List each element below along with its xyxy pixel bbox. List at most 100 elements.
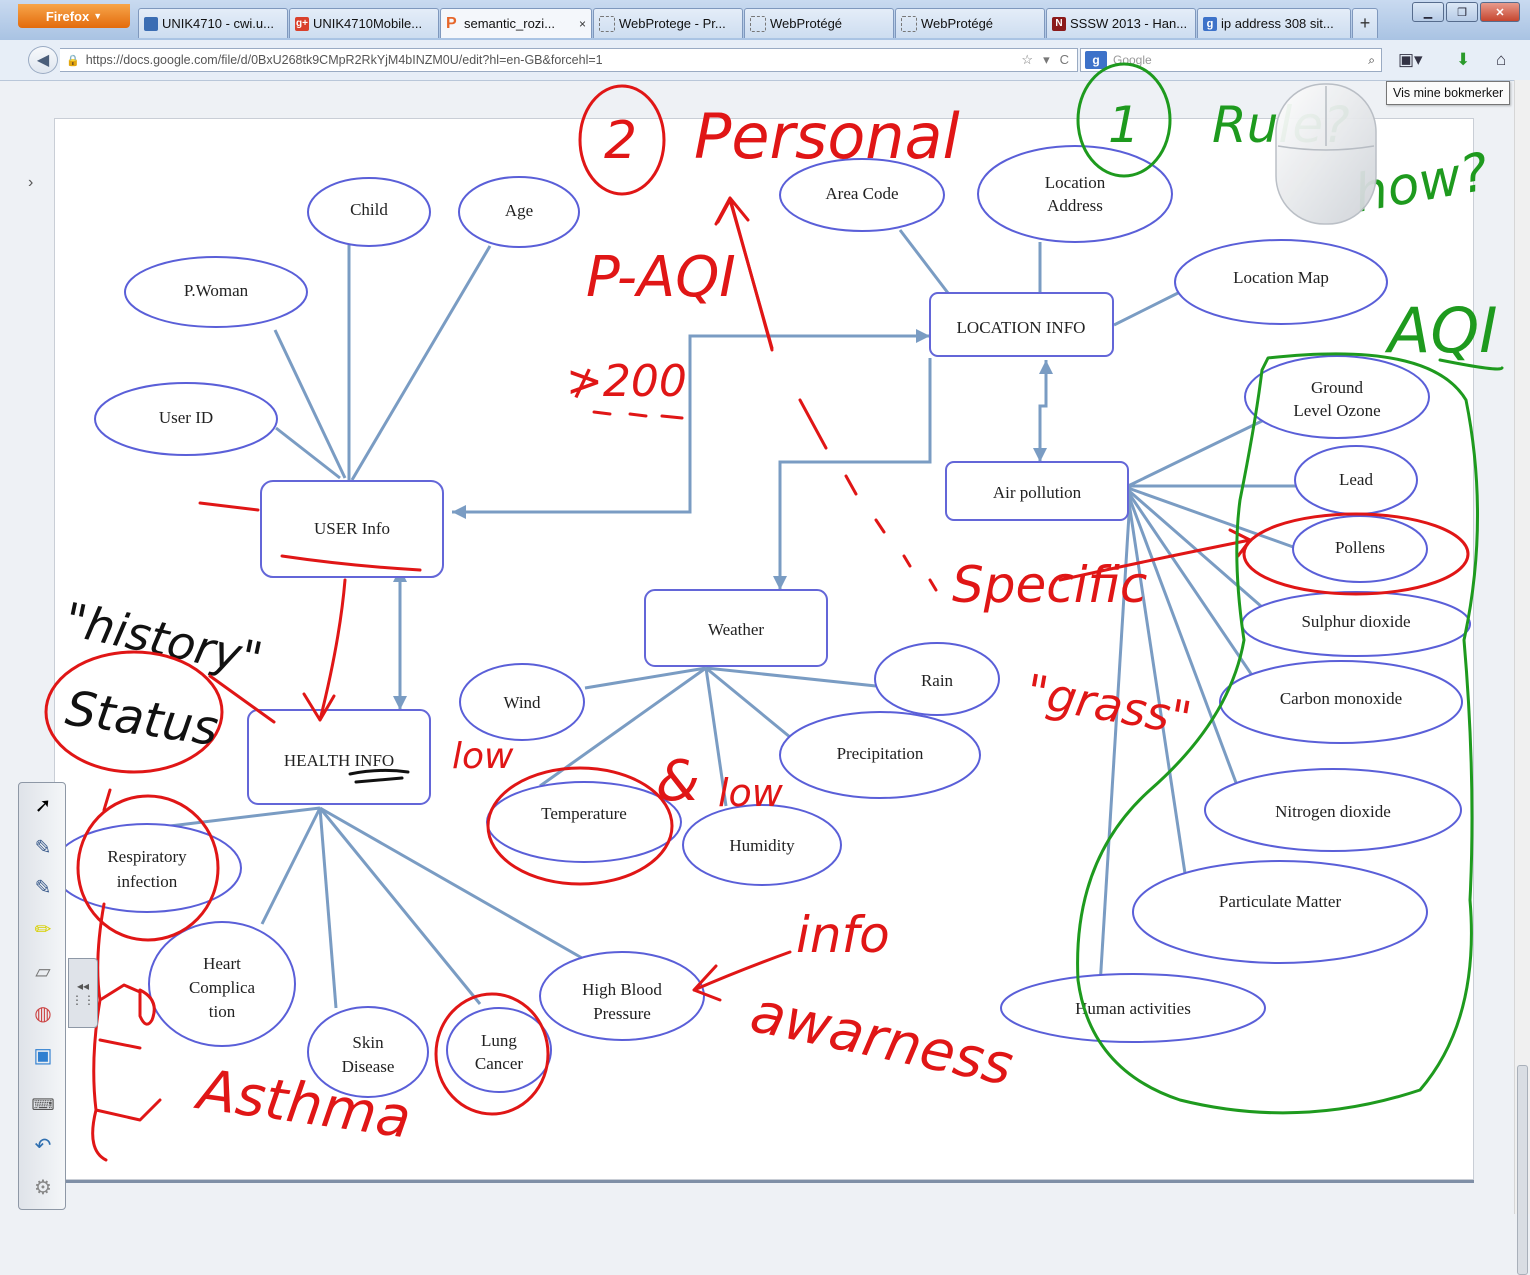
lock-icon: 🔒 [66,54,80,67]
circle-respiratory [76,794,220,942]
annotation-grass: "grass" [1022,664,1195,746]
back-button[interactable]: ◀ [28,46,58,74]
node-label: Particulate Matter [1219,892,1342,911]
precipitation-node: Precipitation [779,711,981,799]
concept-diagram: USER Info HEALTH INFO LOCATION INFO Air … [52,145,1471,1098]
node-label: Precipitation [837,744,924,763]
edge-location-user [452,334,930,514]
bracket-asthma [91,902,162,1162]
node-label: Wind [503,693,541,712]
firefox-menu-button[interactable]: Firefox ▼ [18,4,130,28]
dashed-underline [592,410,684,420]
home-icon[interactable]: ⌂ [1496,50,1507,69]
respiratory-infection-node: Respiratory infection [52,823,242,913]
tab-webprotege-2[interactable]: WebProtégé [744,8,894,38]
arrow-to-pollens [1058,528,1252,582]
google-search-icon[interactable]: g [1085,51,1107,69]
tab-ip-address[interactable]: g ip address 308 sit... [1197,8,1351,38]
tab-label: UNIK4710Mobile... [313,16,423,31]
expand-panel-icon[interactable]: › [28,174,34,191]
settings-icon[interactable]: ⚙ [34,1176,52,1199]
pointer-icon[interactable]: ➚ [34,794,52,817]
maximize-window-button[interactable]: ❐ [1446,2,1478,22]
aqi-underline [1438,358,1504,371]
eraser-icon[interactable]: ◍ [34,1002,52,1025]
annotation-p-aqi: P-AQI [586,245,736,310]
tab-webprotege-1[interactable]: WebProtege - Pr... [593,8,743,38]
url-bar[interactable]: 🔒 https://docs.google.com/file/d/0BxU268… [60,48,1078,72]
node-label: Child [350,200,388,219]
rain-node: Rain [874,642,1000,716]
tab-unik4710-mobile[interactable]: g+ UNIK4710Mobile... [289,8,439,38]
vertical-scrollbar[interactable] [1514,80,1530,1275]
circle-two [578,84,666,196]
bookmarks-menu-icon[interactable]: ▣▾ [1398,50,1423,69]
node-label: Carbon monoxide [1280,689,1402,708]
google-plus-icon: g+ [295,16,309,31]
annotation-low-2: low [718,771,784,815]
undo-icon[interactable]: ↶ [34,1134,52,1157]
tab-unik4710-cwi[interactable]: UNIK4710 - cwi.u... [138,8,288,38]
sulphur-dioxide-node: Sulphur dioxide [1241,591,1471,657]
search-icon[interactable]: ⌕ [1368,52,1375,67]
download-icon[interactable]: ⬇ [1456,50,1471,69]
eraser-icon[interactable]: ▱ [35,960,51,983]
new-tab-button[interactable]: + [1352,8,1378,38]
node-label: Level Ozone [1293,401,1380,420]
reload-icon[interactable]: C [1059,52,1069,67]
close-tab-icon[interactable]: × [578,16,586,31]
blank-page-icon [750,15,766,32]
firefox-menu-label: Firefox [45,8,90,24]
minimize-window-button[interactable]: ▁ [1412,2,1444,22]
annotation-and: & [656,749,700,814]
edge-map-location [1113,291,1179,327]
dropdown-icon[interactable]: ▾ [1043,52,1050,67]
skin-disease-node: Skin Disease [307,1006,429,1098]
edge-pwoman-user [273,329,347,479]
ink-scribble [138,988,156,1026]
location-info-node: LOCATION INFO [929,292,1114,357]
tab-semantic-rozi[interactable]: P semantic_rozi... × [440,8,592,38]
tab-sssw-2013[interactable]: N SSSW 2013 - Han... [1046,8,1196,38]
tab-bar: Firefox ▼ UNIK4710 - cwi.u... g+ UNIK471… [0,0,1530,41]
slide-divider [54,1180,1474,1183]
search-bar[interactable]: g Google ⌕ [1080,48,1382,72]
tab-webprotege-3[interactable]: WebProtégé [895,8,1045,38]
p-woman-node: P.Woman [124,256,308,328]
node-label: Cancer [475,1054,523,1073]
edge-ap-pm [1126,495,1188,881]
bookmark-star-icon[interactable]: ☆ [1021,52,1034,67]
high-blood-pressure-node: High Blood Pressure [539,951,705,1041]
tab-label: semantic_rozi... [464,16,556,31]
highlighter-icon[interactable]: ✏ [34,918,52,941]
pen-icon[interactable]: ✎ [34,836,52,859]
node-label: Disease [342,1057,395,1076]
close-window-button[interactable]: ✕ [1480,2,1520,22]
edge-age-user [350,245,492,481]
scrollbar-thumb[interactable] [1517,1065,1528,1275]
whiteboard-icon[interactable]: ▣ [33,1044,53,1067]
blank-page-icon [901,15,917,32]
pen-icon[interactable]: ✎ [34,876,52,899]
circle-pollens [1242,512,1470,596]
node-label: Age [505,201,533,220]
node-label: Air pollution [993,483,1082,502]
child-node: Child [307,177,431,247]
edge-location-weather [778,358,932,590]
node-label: High Blood [582,980,662,999]
node-label: Human activities [1075,999,1191,1018]
carbon-monoxide-node: Carbon monoxide [1219,660,1463,744]
circle-one [1076,62,1172,178]
site-favicon-icon: N [1052,16,1066,31]
node-label: Location Map [1233,268,1329,287]
edge-areacode-location [898,229,950,294]
humidity-node: Humidity [682,804,842,886]
toolbar-collapse-handle[interactable]: ◂◂ ⋮⋮ [68,958,98,1028]
heart-complication-node: Heart Complica tion [148,921,296,1047]
annotation-low-1: low [452,736,514,777]
tab-label: WebProtégé [921,16,994,31]
keyboard-icon[interactable]: ⌨ [31,1097,55,1114]
edge-w-temp [539,666,707,788]
red-annotations: 2 Personal P-AQI ≯200 Specific "grass" l… [76,84,1470,1162]
edge-w-wind [584,666,707,690]
